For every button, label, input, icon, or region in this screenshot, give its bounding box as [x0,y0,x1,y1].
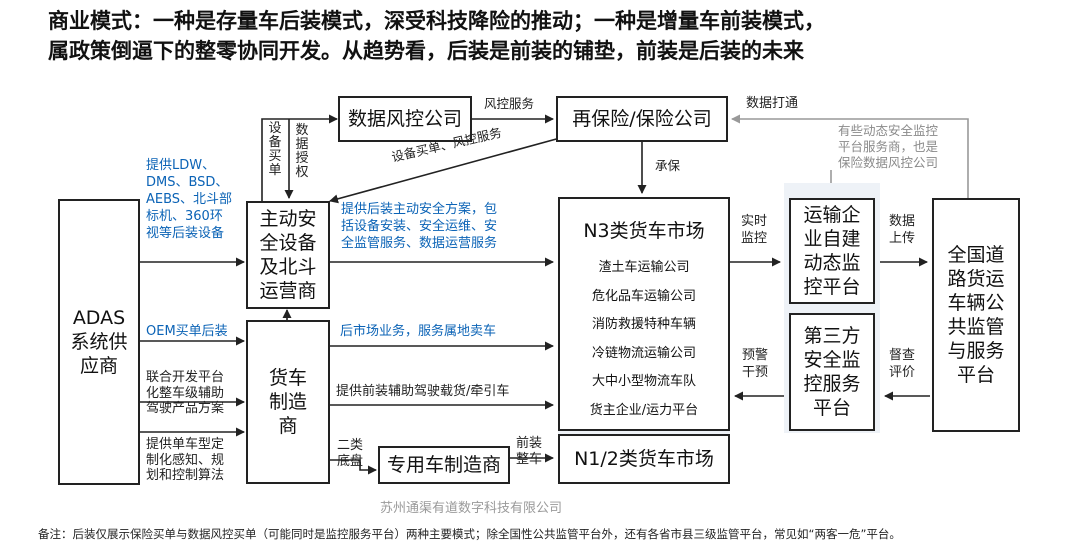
equip-pay-vertical-label: 设备买单 [268,121,282,178]
second-chassis-label: 二类 底盘 [337,438,363,470]
n3-list-item: 货主企业/运力平台 [589,402,699,418]
footnote: 备注：后装仅展示保险买单与数据风控买单（可能同时是监控服务平台）两种主要模式；除… [38,527,901,541]
third-party-platform-label: 第三方安全监控服务平台 [803,325,861,419]
reinsurance-box: 再保险/保险公司 [556,96,728,142]
gray-note-label: 有些动态安全监控 平台服务商，也是 保险数据风控公司 [838,123,938,171]
national-platform-label: 全国道路货运车辆公共监管与服务平台 [947,244,1005,386]
title-line-2: 属政策倒逼下的整零协同开发。从趋势看，后装是前装的铺垫，前装是后装的未来 [48,39,804,63]
fleet-platform-label: 运输企业自建动态监控平台 [803,204,861,298]
special-vehicle-box: 专用车制造商 [378,446,510,484]
gray-note-line: 平台服务商，也是 [838,139,939,154]
supply-line: AEBS、北斗部 [146,192,233,207]
gray-note-line: 保险数据风控公司 [838,155,939,170]
aftermarket-solution-label: 提供后装主动安全方案，包 括设备安装、安全运维、安 全监管服务、数据运营服务 [341,201,497,252]
realtime-monitor-label: 实时 监控 [741,213,767,247]
supply-line: DMS、BSD、 [146,175,229,190]
adas-supplier-box: ADAS系统供应商 [58,199,140,485]
company-name: 苏州通渠有道数字科技有限公司 [380,501,563,516]
supply-line: 标机、360环 [146,209,223,224]
n12-market-box: N1/2类货车市场 [558,434,730,484]
frontend-supply-label: 提供前装辅助驾驶载货/牵引车 [336,384,510,399]
data-upload-line: 上传 [889,231,916,246]
supervise-line: 评价 [889,365,916,380]
frontend-vehicle-line: 前装 [516,436,543,451]
realtime-line: 实时 [741,214,768,229]
frontend-vehicle-label: 前装 整车 [516,436,542,468]
alert-intervene-label: 预警 干预 [742,347,768,381]
second-chassis-line: 二类 [337,438,364,453]
single-vehicle-label: 提供单车型定 制化感知、规 划和控制算法 [146,437,224,484]
page-title: 商业模式：一种是存量车后装模式，深受科技降险的推动；一种是增量车前装模式， 属政… [48,6,1068,66]
aftermarket-business-label: 后市场业务，服务属地卖车 [340,324,497,339]
data-connect-label: 数据打通 [746,96,799,111]
active-safety-label: 主动安全设备及北斗运营商 [259,208,317,302]
solution-line: 括设备安装、安全运维、安 [341,219,498,234]
data-upload-label: 数据 上传 [889,213,915,247]
arrow-data-connect [731,114,969,198]
n3-list-item: 消防救援特种车辆 [591,317,696,332]
joint-dev-label: 联合开发平台 化整车级辅助 驾驶产品方案 [146,370,224,417]
title-line-1: 商业模式：一种是存量车后装模式，深受科技降险的推动；一种是增量车前装模式， [48,9,825,33]
supervise-line: 督查 [889,348,916,363]
alert-line: 预警 [742,348,769,363]
third-party-platform-box: 第三方安全监控服务平台 [789,313,875,431]
alert-line: 干预 [742,365,769,380]
underwrite-label: 承保 [655,158,681,173]
second-chassis-line: 底盘 [337,454,364,469]
arrow-equipment-purchase [329,137,561,204]
oem-purchase-label: OEM买单后装 [146,324,228,339]
data-upload-line: 数据 [889,214,916,229]
supply-line: 提供LDW、 [146,158,216,173]
active-safety-box: 主动安全设备及北斗运营商 [246,201,330,309]
arrow-equipment-to-data-risk [261,114,338,205]
supervise-eval-label: 督查 评价 [889,347,915,381]
gray-note-line: 有些动态安全监控 [838,123,939,138]
supply-line: 视等后装设备 [146,226,225,241]
n3-customer-list: 渣土车运输公司 危化品车运输公司 消防救援特种车辆 冷链物流运输公司 大中小型物… [558,254,730,425]
realtime-line: 监控 [741,231,768,246]
n3-market-label: N3类货车市场 [583,220,705,242]
solution-line: 全监管服务、数据运营服务 [341,236,498,251]
adas-supplier-label: ADAS系统供应商 [70,307,128,377]
joint-dev-line: 化整车级辅助 [146,385,225,401]
n3-market-box: N3类货车市场 [558,197,730,431]
single-vehicle-line: 制化感知、规 [146,452,225,468]
data-risk-company-label: 数据风控公司 [347,108,462,130]
solution-line: 提供后装主动安全方案，包 [341,202,498,217]
single-vehicle-line: 划和控制算法 [146,468,225,483]
single-vehicle-line: 提供单车型定 [146,437,225,452]
data-auth-vertical-label: 数据授权 [295,123,309,180]
truck-maker-label: 货车制造商 [268,367,307,437]
special-vehicle-label: 专用车制造商 [386,454,501,476]
risk-service-label: 风控服务 [484,96,535,111]
reinsurance-label: 再保险/保险公司 [572,108,712,130]
n3-list-item: 危化品车运输公司 [591,288,696,304]
joint-dev-line: 联合开发平台 [146,370,225,385]
n3-list-item: 渣土车运输公司 [598,260,690,275]
arrow-second-chassis [330,459,377,475]
data-risk-company-box: 数据风控公司 [338,96,472,142]
supply-aftermarket-label: 提供LDW、 DMS、BSD、 AEBS、北斗部 标机、360环 视等后装设备 [146,157,232,242]
n12-market-label: N1/2类货车市场 [574,448,714,470]
frontend-vehicle-line: 整车 [516,452,543,467]
n3-list-item: 大中小型物流车队 [591,374,696,389]
fleet-platform-box: 运输企业自建动态监控平台 [789,198,875,304]
national-platform-box: 全国道路货运车辆公共监管与服务平台 [932,198,1020,432]
n3-list-item: 冷链物流运输公司 [591,345,696,361]
joint-dev-line: 驾驶产品方案 [146,401,225,416]
truck-maker-box: 货车制造商 [246,320,330,484]
